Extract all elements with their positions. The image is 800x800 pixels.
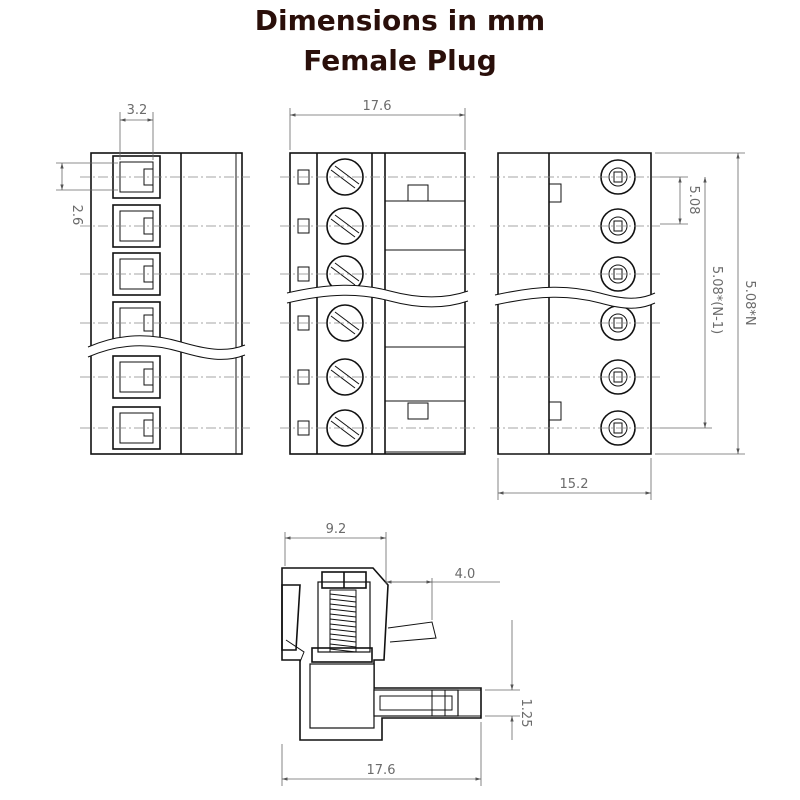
screw-terminal: [280, 158, 475, 202]
mating-hole: [490, 256, 660, 292]
wire-entry-window: [80, 155, 250, 199]
mating-hole: [490, 305, 660, 341]
screw-terminal: [280, 358, 475, 402]
top-view: 17.6: [280, 99, 475, 455]
dim-17-6-top-label: 17.6: [363, 99, 392, 114]
wire-entry-window: [80, 355, 250, 399]
pin-stub: [407, 184, 429, 202]
dim-15-2-label: 15.2: [560, 477, 589, 492]
wire-entry-window: [80, 252, 250, 296]
pin-stub: [407, 402, 429, 420]
dim-3-2-label: 3.2: [127, 103, 148, 118]
dim-9-2-label: 9.2: [326, 522, 347, 537]
mating-hole: [490, 359, 660, 395]
wire-entry-window: [80, 406, 250, 450]
dim-5-08-label: 5.08: [686, 186, 701, 215]
mating-hole: [490, 410, 660, 446]
dim-total-label: 5.08*N: [742, 280, 757, 325]
mating-hole: [490, 208, 660, 244]
screw-terminal: [280, 409, 475, 453]
wire-entry-window: [80, 204, 250, 248]
title-female-plug: Female Plug: [303, 44, 497, 77]
dim-1-25-label: 1.25: [518, 699, 533, 728]
section-view: 9.2 4.0 1.25 17.6: [281, 522, 533, 786]
side-view: 5.08 5.08*(N-1) 5.08*N 15.2: [490, 152, 757, 500]
dim-2-6-label: 2.6: [69, 205, 84, 226]
mating-hole: [490, 159, 660, 195]
screw-terminal: [280, 304, 475, 348]
dim-span-label: 5.08*(N-1): [709, 266, 724, 334]
dim-17-6-bottom-label: 17.6: [367, 763, 396, 778]
wire-entry-window: [80, 301, 250, 345]
front-view: 3.2 2.6: [56, 103, 250, 455]
screw-terminal: [280, 207, 475, 251]
title-dimensions: Dimensions in mm: [254, 4, 546, 37]
dim-4-0-label: 4.0: [455, 567, 476, 582]
